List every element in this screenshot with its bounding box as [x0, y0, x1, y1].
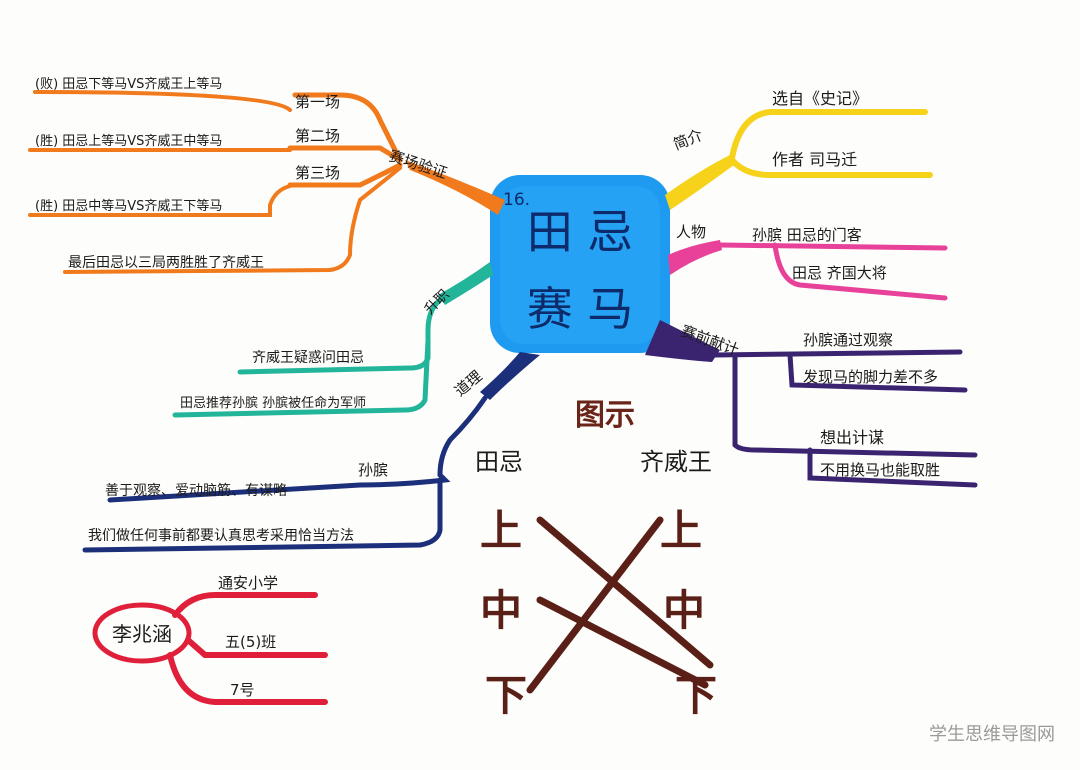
left-grade-top: 上 — [480, 506, 522, 555]
race-verify-label: 赛场验证 — [387, 147, 450, 183]
branch-intro — [665, 109, 933, 210]
center-box-shade — [500, 186, 660, 344]
illustration-left-title: 田忌 — [475, 448, 523, 476]
illustration: 图示 田忌 齐威王 上 中 下 上 中 下 — [475, 398, 717, 720]
watermark: 学生思维导图网 — [929, 724, 1055, 745]
left-grade-low: 下 — [485, 671, 527, 720]
author-line-1 — [172, 592, 318, 618]
reason-line-2 — [82, 477, 443, 553]
strategy-plan: 想出计谋 — [820, 428, 884, 447]
race-line-3 — [287, 162, 403, 188]
branch-strategy — [645, 320, 978, 488]
center-number: 16. — [503, 190, 530, 210]
characters-sunbin: 孙膑 田忌的门客 — [752, 226, 862, 244]
author-number: 7号 — [230, 681, 255, 699]
reason-trait: 善于观察、爱动脑筋、有谋略 — [105, 482, 287, 499]
characters-line-1 — [717, 242, 948, 251]
characters-trunk — [668, 240, 722, 275]
race-trunk — [405, 160, 505, 215]
race-detail-3: (胜) 田忌中等马VS齐威王下等马 — [35, 198, 222, 214]
race-detail-line-3 — [28, 184, 292, 217]
race-round-3: 第三场 — [295, 164, 340, 182]
author-school: 通安小学 — [218, 574, 278, 592]
center-title-line2: 赛 马 — [527, 282, 634, 336]
illustration-right-title: 齐威王 — [640, 448, 712, 476]
strategy-observe: 孙膑通过观察 — [803, 331, 893, 349]
author-info — [92, 592, 328, 705]
promotion-line-2 — [172, 337, 431, 418]
strategy-line-1 — [712, 349, 963, 358]
author-line-2 — [185, 637, 328, 658]
center-node: 16. 田 忌 赛 马 — [490, 175, 670, 353]
race-round-2: 第二场 — [295, 127, 340, 145]
strategy-line-2 — [787, 352, 968, 393]
strategy-win: 不用换马也能取胜 — [820, 461, 940, 479]
author-class: 五(5)班 — [225, 633, 276, 651]
race-detail-2: (胜) 田忌上等马VS齐威王中等马 — [35, 133, 222, 149]
author-line-3 — [167, 652, 328, 705]
race-line-1 — [292, 92, 403, 163]
characters-line-2 — [772, 242, 948, 301]
branch-characters — [668, 240, 948, 301]
reason-lesson: 我们做任何事前都要认真思考采用恰当方法 — [88, 527, 354, 544]
match-line-top-to-mid — [536, 516, 714, 669]
reason-trunk — [480, 352, 540, 400]
intro-author: 作者 司马迁 — [772, 150, 857, 169]
reason-label: 道理 — [451, 367, 486, 400]
promotion-trunk — [438, 262, 493, 305]
branch-reason — [82, 352, 540, 553]
reason-line-1 — [107, 395, 488, 503]
intro-line-1 — [729, 109, 928, 161]
characters-tianji: 田忌 齐国大将 — [792, 264, 887, 282]
characters-label: 人物 — [676, 223, 706, 241]
author-name: 李兆涵 — [112, 622, 172, 646]
match-line-mid-to-low — [536, 596, 709, 689]
author-circle — [92, 602, 192, 664]
intro-source: 选自《史记》 — [772, 89, 868, 108]
race-round-1: 第一场 — [295, 93, 340, 111]
race-detail-line-1 — [33, 90, 292, 112]
left-grade-mid: 中 — [480, 586, 522, 635]
promotion-q: 齐威王疑惑问田忌 — [252, 350, 364, 366]
match-line-low-to-top — [526, 516, 664, 694]
race-line-2 — [287, 145, 403, 163]
right-grade-top: 上 — [660, 506, 702, 555]
race-result-line — [63, 166, 402, 274]
race-detail-1: (败) 田忌下等马VS齐威王上等马 — [35, 76, 222, 92]
intro-trunk — [665, 155, 738, 210]
strategy-found: 发现马的脚力差不多 — [803, 368, 938, 386]
strategy-line-3 — [732, 352, 978, 458]
promotion-r: 田忌推荐孙膑 孙膑被任命为军师 — [180, 395, 366, 411]
intro-line-2 — [729, 157, 933, 178]
race-result: 最后田忌以三局两胜胜了齐威王 — [68, 255, 264, 271]
branch-promotion — [172, 262, 493, 418]
illustration-title: 图示 — [575, 398, 635, 433]
branch-race-verify — [28, 90, 505, 274]
intro-label: 简介 — [671, 126, 706, 154]
reason-sub: 孙膑 — [358, 461, 388, 479]
strategy-line-4 — [807, 447, 978, 488]
strategy-trunk — [645, 320, 720, 362]
center-title-line1: 田 忌 — [527, 205, 634, 259]
